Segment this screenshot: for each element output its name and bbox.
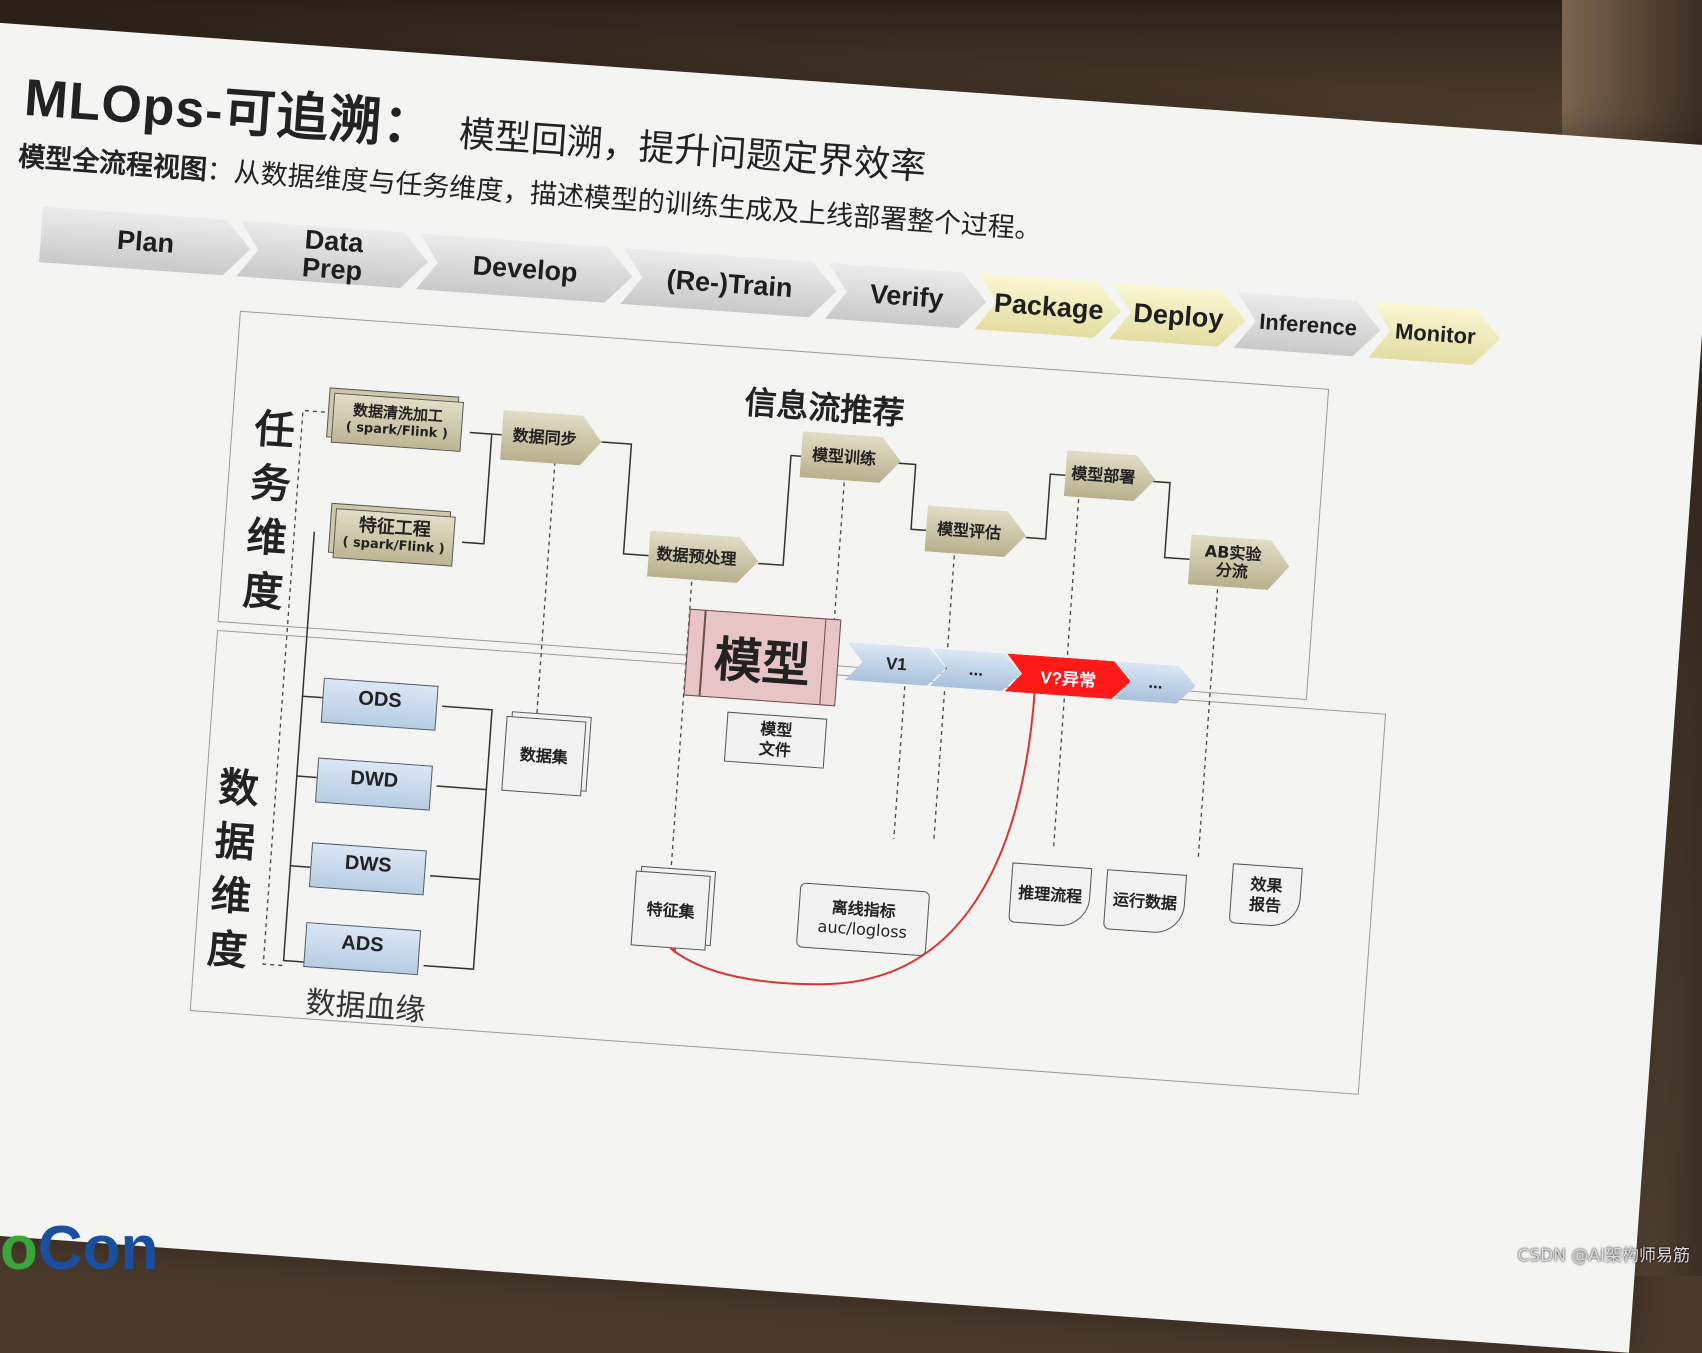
connector-lines [262, 409, 1219, 986]
model-box: 模型 [683, 608, 842, 707]
layer-ods: ODS [320, 677, 439, 731]
task-clean: 数据清洗加工( spark/Flink ) [330, 392, 464, 452]
artifact-feature-set: 特征集 [630, 870, 711, 951]
artifact-runtime-data: 运行数据 [1102, 869, 1188, 935]
watermark: CSDN @AI架构师易筋 [1517, 1246, 1690, 1266]
layer-ads: ADS [303, 922, 422, 976]
data-lineage-label: 数据血缘 [304, 985, 427, 1029]
artifact-dataset: 数据集 [501, 715, 587, 797]
artifact-model-file: 模型文件 [723, 711, 828, 769]
layer-dws: DWS [308, 842, 427, 896]
slide: MLOps-可追溯： 模型回溯，提升问题定界效率 模型全流程视图：从数据维度与任… [0, 20, 1702, 1353]
layer-dwd: DWD [314, 757, 433, 811]
task-feature: 特征工程( spark/Flink ) [332, 508, 456, 567]
lineage-diagram: 信息流推荐 任务维度 数据维度 [0, 55, 1663, 1319]
conference-logo: oCon [0, 1214, 159, 1283]
artifact-inference-flow: 推理流程 [1008, 862, 1093, 928]
